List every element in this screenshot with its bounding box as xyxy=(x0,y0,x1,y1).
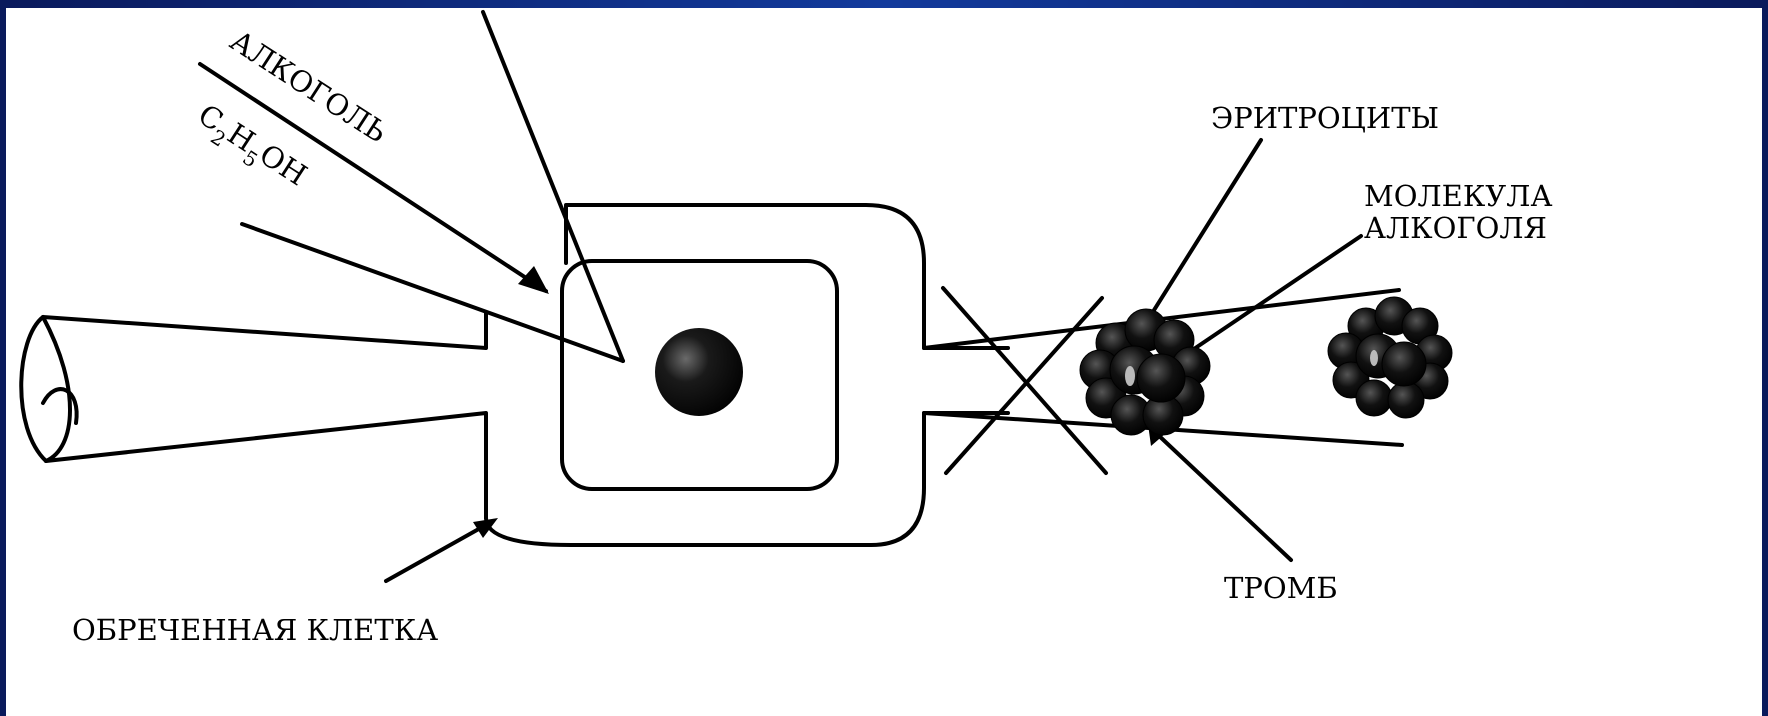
alcohol-stream-line-1 xyxy=(200,64,546,291)
diagram-panel: АЛКОГОЛЬ C2H5OH ЭРИТРОЦИТЫ МОЛЕКУЛА АЛКО… xyxy=(6,8,1762,716)
blocked-mark-2 xyxy=(946,298,1102,473)
leader-erythrocytes xyxy=(1144,140,1261,326)
alcohol-molecule-highlight xyxy=(1125,366,1135,386)
leader-doomed-cell xyxy=(386,521,493,581)
label-doomed-cell: ОБРЕЧЕННАЯ КЛЕТКА xyxy=(72,613,438,647)
cell-outer-membrane xyxy=(486,205,1008,545)
arrowhead-alcohol xyxy=(518,266,549,294)
cell-nucleus xyxy=(655,328,743,416)
erythrocyte-cluster xyxy=(1328,297,1452,418)
label-molecule-line2: АЛКОГОЛЯ xyxy=(1364,211,1547,245)
vessel-tube-top xyxy=(43,313,486,348)
leader-molecule xyxy=(1188,236,1361,353)
diagram-canvas: АЛКОГОЛЬ C2H5OH ЭРИТРОЦИТЫ МОЛЕКУЛА АЛКО… xyxy=(6,8,1762,716)
leader-thrombus xyxy=(1156,433,1291,560)
vessel-tube-bottom xyxy=(46,413,486,518)
blocked-mark-1 xyxy=(943,288,1106,473)
label-thrombus: ТРОМБ xyxy=(1224,571,1338,605)
arrowhead-doomed-cell xyxy=(473,518,498,538)
label-molecule-line1: МОЛЕКУЛА xyxy=(1364,179,1552,213)
label-erythrocytes: ЭРИТРОЦИТЫ xyxy=(1211,101,1439,135)
svg-text:C2H5OH: C2H5OH xyxy=(188,97,313,199)
label-formula: C2H5OH xyxy=(188,97,313,199)
alcohol-stream-line-3 xyxy=(483,12,623,361)
free-cell-highlight xyxy=(1370,350,1378,366)
